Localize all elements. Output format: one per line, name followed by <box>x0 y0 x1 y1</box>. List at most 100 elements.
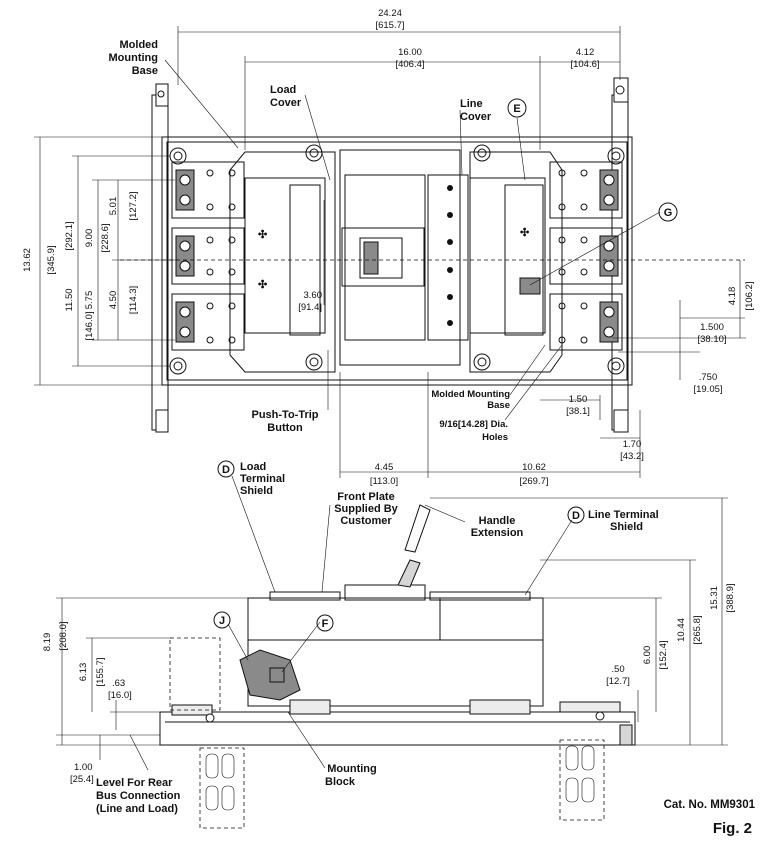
dim-613-mm: [155.7] <box>95 657 106 686</box>
bus-slots-left <box>205 753 235 811</box>
dim-1500-mm: [38.10] <box>697 334 726 345</box>
label-load-shield-3: Shield <box>240 485 273 497</box>
label-molded-base-right-1: Molded Mounting <box>431 389 510 400</box>
dim-1362-mm: [345.9] <box>46 245 57 274</box>
dim-right-offset-mm: [104.6] <box>570 59 599 70</box>
dim-50: .50 <box>611 664 624 675</box>
label-load-cover-1: Load <box>270 84 296 96</box>
dim-overall-width: 24.24 <box>378 8 402 19</box>
dim-1531-mm: [388.9] <box>725 583 736 612</box>
dim-900: 9.00 <box>84 229 95 248</box>
dim-600: 6.00 <box>642 646 653 665</box>
svg-text:✣: ✣ <box>520 227 529 239</box>
dim-inner-width: 16.00 <box>398 47 422 58</box>
svg-text:✣: ✣ <box>258 279 267 291</box>
dim-445: 4.45 <box>375 462 394 473</box>
label-push-trip-2: Button <box>267 422 303 434</box>
dim-inner-width-mm: [406.4] <box>395 59 424 70</box>
dim-501-mm: [127.2] <box>128 191 139 220</box>
dim-450: 4.50 <box>108 291 119 310</box>
dim-360: 3.60 <box>304 290 323 301</box>
dim-50-mm: [12.7] <box>606 676 630 687</box>
dim-63-mm: [16.0] <box>108 690 132 701</box>
label-mounting-block-2: Block <box>325 776 356 788</box>
dim-750: .750 <box>699 372 718 383</box>
label-line-cover-2: Cover <box>460 111 492 123</box>
side-dimensions <box>56 475 728 771</box>
dim-100: 1.00 <box>74 762 93 773</box>
label-line-shield-1: Line Terminal <box>588 509 659 521</box>
dim-100-mm: [25.4] <box>70 774 94 785</box>
figure-number: Fig. 2 <box>713 820 752 837</box>
dim-150: 1.50 <box>569 394 588 405</box>
callout-d2: D <box>572 510 580 522</box>
label-load-shield-2: Terminal <box>240 473 285 485</box>
dim-450-mm: [114.3] <box>128 286 139 314</box>
dim-1044-mm: [265.8] <box>692 615 703 644</box>
dim-1044: 10.44 <box>676 618 687 642</box>
dim-1150-mm: [292.1] <box>64 221 75 250</box>
dim-150-mm: [38.1] <box>566 406 590 417</box>
dim-1062: 10.62 <box>522 462 546 473</box>
dim-1062-mm: [269.7] <box>519 476 548 487</box>
dim-1500: 1.500 <box>700 322 724 333</box>
callout-f: F <box>322 618 329 630</box>
label-rear-bus-3: (Line and Load) <box>96 803 178 815</box>
dim-overall-width-mm: [615.7] <box>375 20 404 31</box>
dim-360-mm: [91.4] <box>298 302 322 313</box>
label-push-trip-1: Push-To-Trip <box>251 409 318 421</box>
callout-d1: D <box>222 464 230 476</box>
dim-1362: 13.62 <box>22 248 33 272</box>
label-molded-base-1: Molded <box>120 39 159 51</box>
line-cover-bolts <box>447 185 453 326</box>
label-rear-bus-2: Bus Connection <box>96 790 181 802</box>
label-load-shield-1: Load <box>240 461 266 473</box>
dim-1531: 15.31 <box>709 586 720 610</box>
label-front-plate-3: Customer <box>340 515 392 527</box>
label-front-plate-2: Supplied By <box>334 503 398 515</box>
dim-819: 8.19 <box>42 633 53 652</box>
dim-170-mm: [43.2] <box>620 451 644 462</box>
dim-750-mm: [19.05] <box>693 384 722 395</box>
dim-418: 4.18 <box>727 287 738 306</box>
label-handle-ext-2: Extension <box>471 527 524 539</box>
dim-501: 5.01 <box>108 197 119 216</box>
label-holes-1: 9/16[14.28] Dia. <box>439 419 508 430</box>
top-view: ✣ ✣ ✣ <box>151 77 633 433</box>
label-molded-base-2: Mounting <box>109 52 158 64</box>
dim-63: .63 <box>112 678 125 689</box>
dim-575-mm: [146.0] <box>84 311 95 340</box>
label-rear-bus-1: Level For Rear <box>96 777 173 789</box>
dim-900-mm: [228.6] <box>100 223 111 252</box>
dim-1150: 11.50 <box>64 288 75 311</box>
label-line-cover-1: Line <box>460 98 483 110</box>
dim-600-mm: [152.4] <box>658 640 669 669</box>
top-dimensions <box>34 26 746 478</box>
line-terminals <box>549 161 623 351</box>
svg-text:✣: ✣ <box>258 229 267 241</box>
dim-613: 6.13 <box>78 663 89 682</box>
dim-819-mm: [208.0] <box>58 621 69 650</box>
dim-418-mm: [106.2] <box>744 281 755 310</box>
callout-e: E <box>513 103 520 115</box>
bus-slots-right <box>565 745 595 803</box>
dim-right-offset: 4.12 <box>576 47 595 58</box>
label-holes-2: Holes <box>482 432 508 443</box>
label-molded-base-right-2: Base <box>487 400 510 411</box>
callout-g: G <box>664 207 673 219</box>
label-handle-ext-1: Handle <box>479 515 516 527</box>
catalog-number: Cat. No. MM9301 <box>664 799 756 811</box>
label-molded-base-3: Base <box>132 65 158 77</box>
dim-575: 5.75 <box>84 291 95 310</box>
label-front-plate-1: Front Plate <box>337 491 394 503</box>
load-terminals <box>171 161 245 351</box>
dim-170: 1.70 <box>623 439 642 450</box>
callout-j: J <box>219 615 225 627</box>
label-load-cover-2: Cover <box>270 97 302 109</box>
label-line-shield-2: Shield <box>610 521 643 533</box>
dim-445-mm: [113.0] <box>370 476 398 487</box>
side-view <box>159 504 636 829</box>
label-mounting-block-1: Mounting <box>327 763 376 775</box>
